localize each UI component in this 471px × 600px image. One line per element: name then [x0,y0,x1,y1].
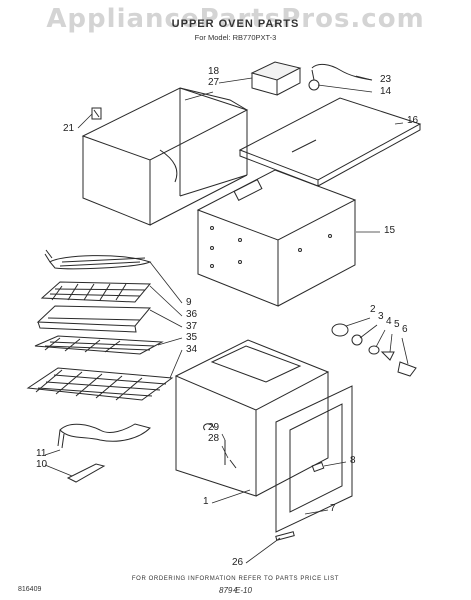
callout-8: 8 [350,455,356,466]
probe-parts [224,440,325,473]
broil-element [44,249,152,270]
callout-21: 21 [63,123,75,134]
callout-9: 9 [186,297,192,308]
broiler-grid [40,281,152,303]
callout-7: 7 [330,503,336,514]
callout-10: 10 [36,459,48,470]
callout-4: 4 [386,316,392,327]
callout-37: 37 [186,321,198,332]
callout-5: 5 [394,319,400,330]
sensor-probe [308,63,373,91]
oven-rack-upper [34,335,164,355]
clip-part [91,107,102,120]
element-bracket [66,463,106,483]
callout-18: 18 [208,66,220,77]
callout-6: 6 [402,324,408,335]
hinge-piece [275,531,295,541]
callout-15: 15 [384,225,396,236]
callout-16: 16 [407,115,419,126]
outer-wrapper [81,87,249,226]
callout-3: 3 [378,311,384,322]
page-number: 4 [233,587,238,594]
front-frame [275,385,353,533]
leader-lines [44,75,409,564]
callout-34: 34 [186,344,198,355]
page-title: UPPER OVEN PARTS [171,18,300,30]
oven-rack-lower [26,367,174,401]
callout-28: 28 [208,433,220,444]
ordering-note: FOR ORDERING INFORMATION REFER TO PARTS … [131,576,340,582]
callout-14: 14 [380,86,392,97]
top-panel [238,97,422,187]
date-mark: 879-E-10 [219,586,252,595]
callout-2: 2 [370,304,376,315]
callout-11: 11 [36,448,47,459]
callout-35: 35 [186,332,198,343]
callout-27: 27 [208,77,220,88]
bake-element [57,423,151,449]
watermark: AppliancePartsPros.com [46,4,425,34]
callout-26: 26 [232,557,244,568]
callout-36: 36 [186,309,198,320]
callout-23: 23 [380,74,392,85]
callout-29: 29 [208,422,220,433]
model-line: For Model: RB770PXT-3 [194,33,277,42]
vent-housing [250,61,302,96]
oven-liner [196,169,357,307]
document-code: 816409 [18,586,42,593]
broiler-pan [36,305,152,333]
light-assembly [331,323,417,377]
callout-1: 1 [203,496,209,507]
oven-cavity [174,339,330,497]
